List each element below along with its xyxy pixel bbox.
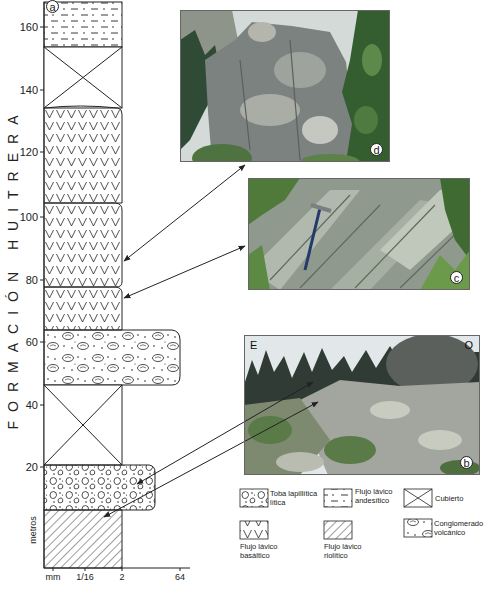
outcrop-photo [205, 22, 354, 162]
grain-axis [44, 568, 190, 569]
legend-text: Cubierto [435, 494, 485, 503]
photo-letter: b [460, 456, 473, 469]
legend-swatch [324, 489, 352, 507]
leader-arrow [137, 382, 313, 484]
grain-size: 2 [119, 572, 124, 582]
legend-swatch [324, 521, 352, 539]
legend-text: Toba lapillítica lítica [270, 489, 324, 507]
leader-arrow [124, 165, 245, 261]
covered-layer [44, 385, 122, 465]
photo-frame: d [180, 10, 390, 162]
outcrop-photo [300, 154, 360, 162]
outcrop-photo [248, 178, 470, 290]
covered-cross [44, 385, 122, 465]
outcrop-photo [244, 398, 330, 475]
strat-column [40, 2, 190, 571]
outcrop-photo [370, 401, 410, 419]
formation-name: FORMACIÓN HUITRERA [5, 107, 21, 430]
outcrop-photo [305, 208, 320, 270]
outcrop-photo [180, 10, 390, 162]
outcrop-photo [240, 94, 300, 126]
outcrop-photo [248, 22, 276, 42]
direction-label: E [250, 339, 257, 351]
photo-letter: c [450, 271, 463, 284]
conglomerate-layer [44, 330, 180, 385]
legend-swatches [240, 489, 432, 539]
depth-value: 160 [8, 20, 38, 34]
outcrop-photo [180, 10, 390, 162]
leader-arrow [124, 246, 245, 298]
outcrop-photo [248, 245, 270, 290]
rhyolite-layer [44, 510, 122, 568]
legend-swatch [240, 489, 268, 507]
legend-text: Flujo lávico andesítico [355, 487, 401, 505]
direction-label: O [464, 339, 473, 351]
outcrop-photo [324, 436, 376, 464]
outcrop-photo [248, 178, 470, 290]
grain-size: 64 [175, 572, 185, 582]
basalt-layer [44, 203, 122, 287]
photo-frame: E Ob [244, 335, 480, 475]
depth-ticks [40, 27, 44, 467]
legend-text: Flujo lávico basáltico [240, 542, 300, 560]
covered-layer [44, 47, 122, 108]
legend-text: Flujo lávico riolítico [324, 542, 384, 560]
legend-swatch-cross [404, 489, 432, 507]
leader-arrows [104, 165, 318, 517]
basalt-layer [44, 106, 122, 203]
photo-letter: d [370, 143, 383, 156]
outcrop-photo [362, 44, 382, 76]
basalt-layer [44, 287, 122, 330]
panel-letter: a [46, 0, 59, 13]
legend-swatch [404, 519, 432, 537]
outcrop-photo [244, 335, 480, 475]
outcrop-photo [354, 106, 378, 134]
outcrop-photo [311, 205, 331, 211]
depth-value: 140 [8, 83, 38, 97]
legend-swatch [240, 521, 268, 539]
depth-value: 20 [8, 460, 38, 474]
outcrop-photo [240, 40, 300, 160]
outcrop-photo [248, 178, 300, 225]
outcrop-photo [342, 10, 390, 162]
outcrop-photo [440, 178, 470, 260]
outcrop-photo [244, 335, 480, 475]
grain-ticks [53, 568, 180, 571]
axis-unit: metros [28, 516, 38, 544]
legend-swatch [404, 489, 432, 507]
outcrop-photo [302, 116, 338, 144]
leader-arrow [104, 402, 318, 517]
outcrop-photo [276, 452, 324, 472]
grain-size: mm [46, 572, 61, 582]
outcrop-photo [192, 144, 252, 162]
outcrop-photo [274, 52, 326, 88]
tuff-layer [44, 465, 155, 510]
grain-size: 1/16 [76, 572, 94, 582]
outcrop-photo [248, 416, 292, 444]
photo-frame: c [248, 178, 470, 290]
covered-cross [44, 47, 122, 108]
legend-text: Conglomerado volcánico [434, 519, 488, 537]
outcrop-photo [420, 250, 470, 290]
outcrop-photo [418, 430, 462, 450]
